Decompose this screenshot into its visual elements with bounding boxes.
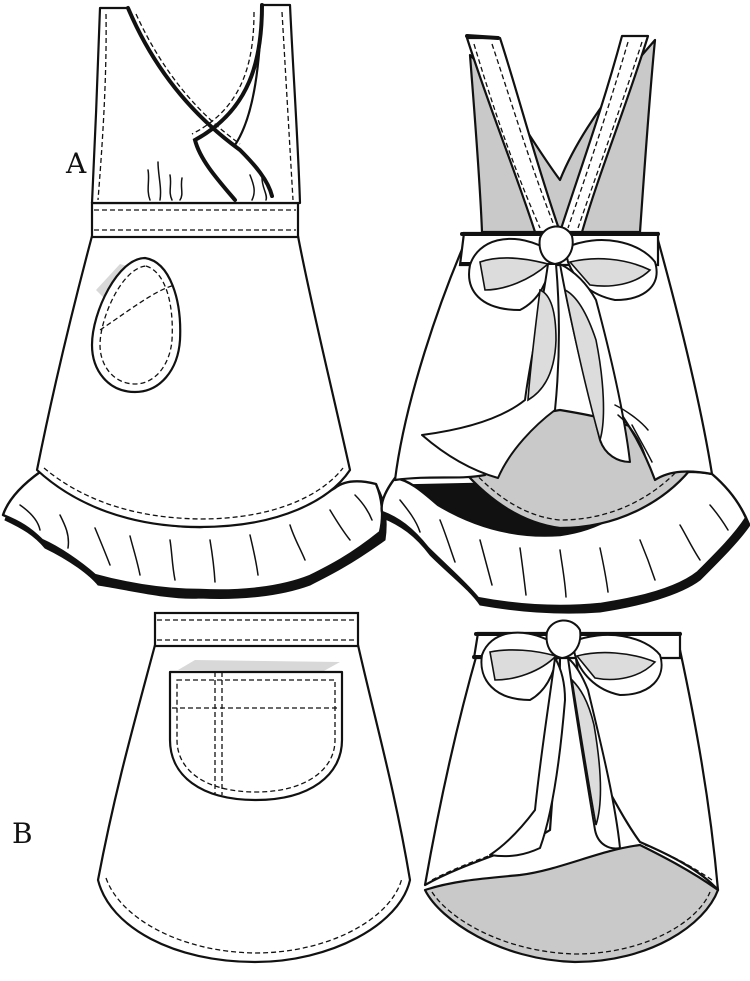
apron-a-front-skirt-hem-stitch (43, 467, 344, 520)
apron-a-back-strap-right (558, 34, 650, 234)
apron-a-front-waistband (90, 201, 300, 239)
apron-a-front-skirt (35, 234, 352, 529)
apron-a-back (380, 34, 750, 614)
apron-a-front (1, 3, 387, 599)
apron-b-back-bow-knot (545, 619, 582, 659)
apron-a-front-pocket (90, 256, 182, 394)
apron-a-front-wrap-edge (126, 6, 274, 198)
view-label-b: B (12, 817, 33, 850)
apron-b-back-lining (423, 843, 720, 964)
apron-a-back-ruffle (380, 470, 748, 608)
apron-b-front-waistband (153, 611, 360, 648)
apron-b-back-bow-tail-left (489, 657, 566, 858)
view-label-a: A (66, 147, 87, 180)
apron-a-front-ruffle-folds (19, 494, 373, 583)
apron-a-back-bow-tail-left (421, 263, 560, 479)
apron-b-front-pocket (168, 670, 344, 802)
apron-b-front (96, 611, 412, 964)
apron-a-back-bow-knot (538, 225, 574, 265)
apron-a-front-bodice (90, 3, 302, 205)
apron-b-back (423, 619, 720, 964)
